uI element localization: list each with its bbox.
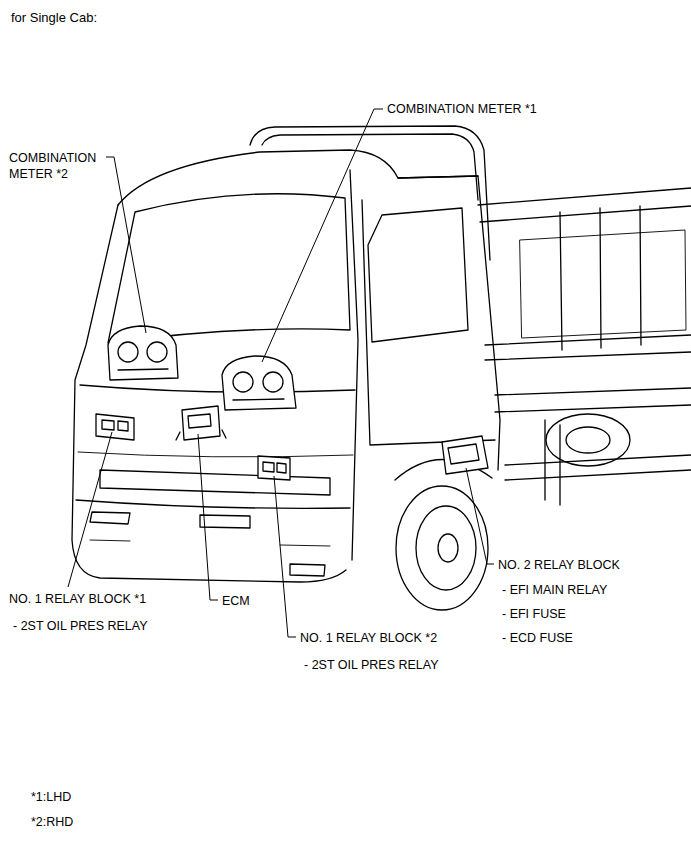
- part-label: COMBINATION METER *2: [8, 150, 106, 182]
- spare-tire: [566, 427, 610, 453]
- windshield: [108, 194, 350, 343]
- part-label: NO. 1 RELAY BLOCK *1: [8, 591, 147, 607]
- relay-block: [96, 414, 134, 440]
- footnote: *2:RHD: [30, 814, 74, 830]
- bumper: [76, 500, 350, 508]
- page-heading: for Single Cab:: [10, 10, 98, 26]
- cab-side: [398, 176, 500, 470]
- part-label: NO. 2 RELAY BLOCK: [497, 557, 621, 573]
- combination-meter: [222, 356, 296, 410]
- body-line: [78, 452, 353, 457]
- bed-rail: [485, 352, 691, 360]
- sub-part-label: - ECD FUSE: [501, 630, 574, 646]
- bed-post: [560, 206, 641, 350]
- bed-panel: [520, 230, 686, 338]
- bed-rail: [480, 206, 691, 222]
- relay-block: [442, 436, 488, 474]
- cab-front: [72, 205, 346, 582]
- sub-part-label: - EFI FUSE: [501, 606, 567, 622]
- door-window: [368, 208, 468, 342]
- sub-part-label: - EFI MAIN RELAY: [501, 582, 608, 598]
- leader-line: [262, 109, 383, 362]
- bed-rail: [485, 335, 691, 345]
- part-label: ECM: [221, 593, 251, 609]
- leader-lines: [68, 109, 494, 637]
- cab-corner: [350, 170, 358, 560]
- bracket: [545, 420, 560, 505]
- sub-part-label: - 2ST OIL PRES RELAY: [303, 657, 440, 673]
- leader-line: [106, 157, 146, 333]
- sub-part-label: - 2ST OIL PRES RELAY: [12, 618, 149, 634]
- leader-line: [198, 434, 218, 600]
- leader-line: [274, 476, 296, 637]
- leader-line: [68, 432, 112, 587]
- body-line: [80, 385, 355, 392]
- bed-rail: [478, 188, 691, 205]
- wheel-hub: [438, 534, 458, 562]
- chassis-frame: [495, 388, 691, 412]
- combination-meter: [108, 326, 178, 380]
- footnote: *1:LHD: [30, 789, 72, 805]
- part-label: NO. 1 RELAY BLOCK *2: [299, 630, 438, 646]
- wheel-rim: [416, 506, 476, 590]
- bumper-detail: [90, 540, 330, 546]
- part-label: COMBINATION METER *1: [386, 101, 538, 117]
- ecm: [176, 406, 226, 440]
- spare-tire: [546, 414, 630, 466]
- leader-line: [466, 468, 494, 564]
- grille: [100, 470, 330, 495]
- chassis-frame: [505, 455, 691, 480]
- door: [362, 200, 495, 445]
